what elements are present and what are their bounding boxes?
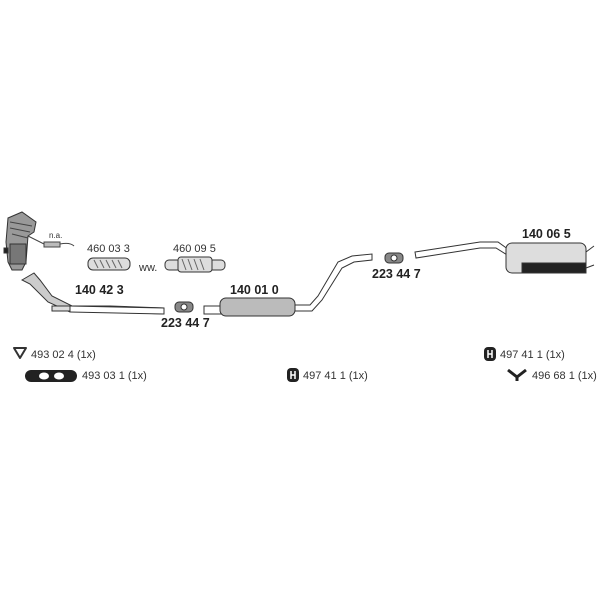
rubber-mount-icon <box>287 368 299 382</box>
rubber-mount-icon <box>484 347 496 361</box>
flex-pipe-460095[interactable] <box>164 256 226 273</box>
part-number-flex-2[interactable]: 460 09 5 <box>173 243 216 255</box>
part-number-clamp-rear[interactable]: 223 44 7 <box>372 267 421 281</box>
part-number-front-pipe[interactable]: 140 42 3 <box>75 283 124 297</box>
part-number-rear-silencer[interactable]: 140 06 5 <box>522 227 571 241</box>
alt-label: ww. <box>139 262 158 274</box>
part-number-middle-silencer[interactable]: 140 01 0 <box>230 283 279 297</box>
front-pipe-140423[interactable] <box>20 272 165 315</box>
gasket-triangle-icon <box>13 347 27 359</box>
clamp-223447-rear[interactable] <box>384 252 404 264</box>
gasket-oval-icon <box>25 370 77 382</box>
accessory-label[interactable]: 497 41 1 (1x) <box>500 349 565 361</box>
manifold-note: n.a. <box>49 231 63 240</box>
accessory-label[interactable]: 493 03 1 (1x) <box>82 370 147 382</box>
manifold-catalyst[interactable] <box>3 211 37 271</box>
hanger-v-icon <box>507 368 527 381</box>
part-number-clamp-front[interactable]: 223 44 7 <box>161 316 210 330</box>
middle-silencer-140010[interactable] <box>203 253 373 317</box>
lambda-sensor[interactable] <box>27 235 75 248</box>
flex-pipe-460033[interactable] <box>87 257 131 271</box>
clamp-223447-front[interactable] <box>174 301 194 313</box>
accessory-label[interactable]: 497 41 1 (1x) <box>303 370 368 382</box>
rear-silencer-140065[interactable] <box>414 241 595 274</box>
accessory-label[interactable]: 493 02 4 (1x) <box>31 349 96 361</box>
accessory-label[interactable]: 496 68 1 (1x) <box>532 370 597 382</box>
part-number-flex-1[interactable]: 460 03 3 <box>87 243 130 255</box>
